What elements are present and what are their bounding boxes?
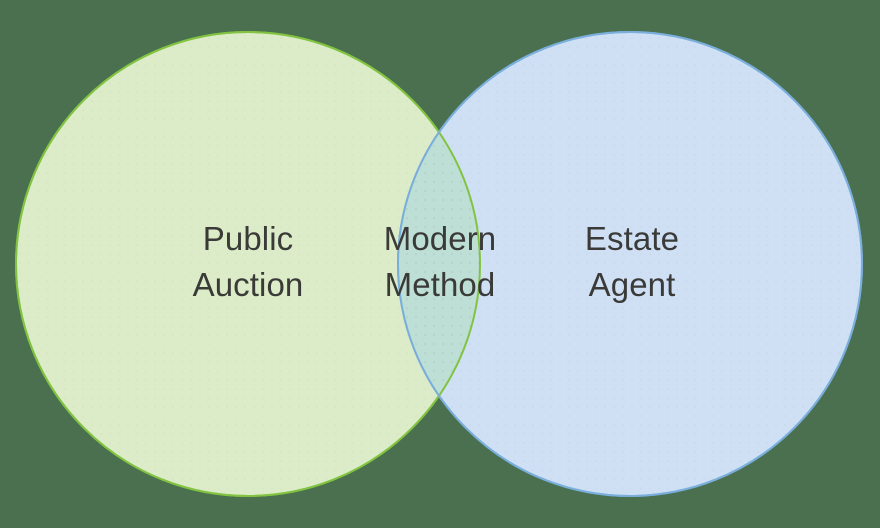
- set-label-public-auction: Public Auction: [96, 216, 400, 308]
- intersection-label-modern-method-line-1: Modern: [383, 220, 497, 257]
- set-label-estate-agent-line-2: Agent: [588, 266, 676, 303]
- texture-overlay-left: [17, 33, 479, 495]
- set-label-estate-agent: Estate Agent: [480, 216, 784, 308]
- set-label-estate-agent-line-1: Estate: [584, 220, 680, 257]
- texture-overlay-right: [399, 33, 861, 495]
- set-label-public-auction-line-1: Public: [202, 220, 294, 257]
- set-label-public-auction-line-2: Auction: [192, 266, 304, 303]
- intersection-label-modern-method-line-2: Method: [384, 266, 496, 303]
- intersection-label-modern-method: Modern Method: [361, 216, 519, 308]
